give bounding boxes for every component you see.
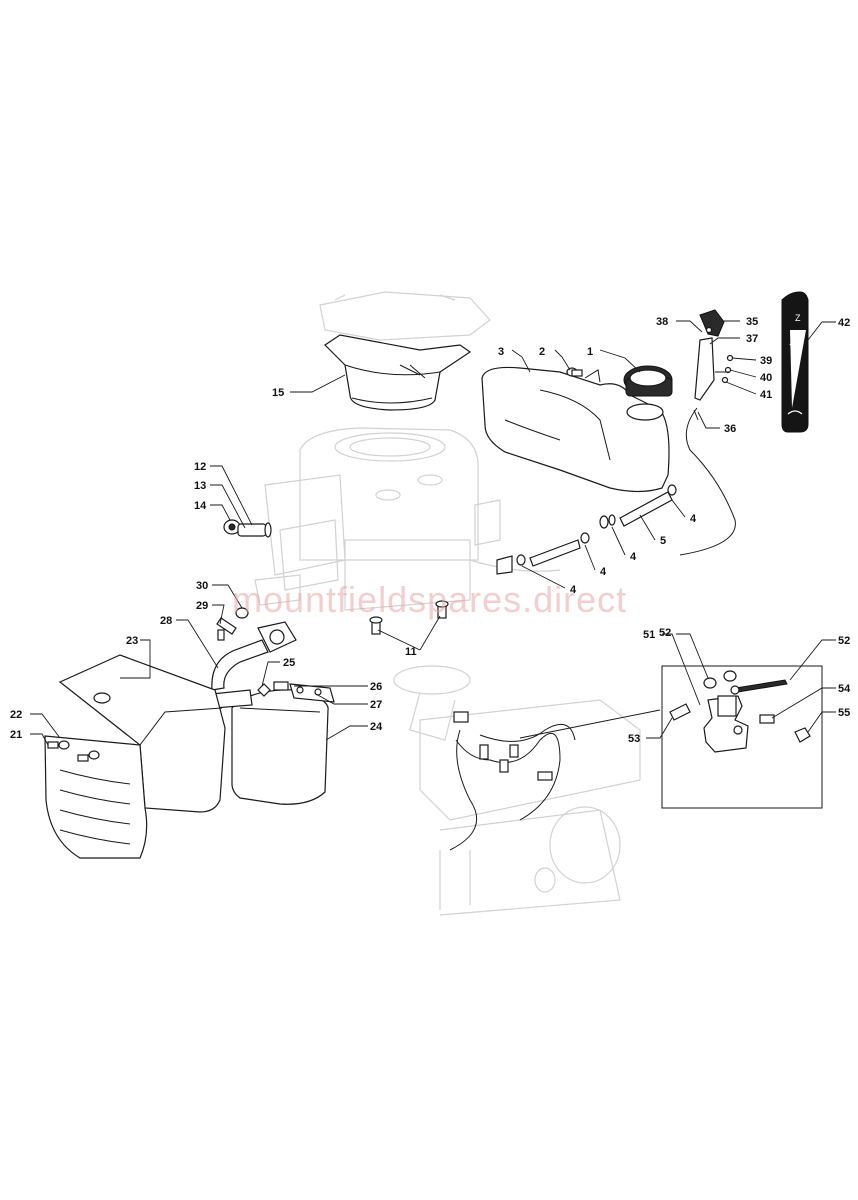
breather-fitting-part: [223, 519, 272, 538]
callout-labels: 1 2 3 4 4 4 4 5 11 12 13 14 15 21 22 23 …: [10, 316, 851, 745]
callout-37: 37: [746, 333, 758, 345]
throttle-decal-icon: Z: [781, 291, 809, 433]
callout-14: 14: [194, 500, 207, 512]
callout-1: 1: [587, 346, 593, 358]
callout-3: 3: [498, 346, 504, 358]
engine-bolt-part: [369, 600, 449, 635]
callout-53: 53: [628, 733, 640, 745]
callout-25: 25: [283, 657, 295, 669]
exhaust-bolt-part: [216, 607, 249, 641]
callout-12: 12: [194, 461, 206, 473]
engine-ghost: [254, 291, 561, 611]
muffler-part: [211, 689, 329, 805]
callout-51: 51: [643, 629, 655, 641]
choke-icon: Z: [795, 313, 801, 323]
callout-42: 42: [838, 317, 850, 329]
callout-52a: 52: [659, 627, 671, 639]
callout-55: 55: [838, 707, 850, 719]
engine-shroud-part: [324, 334, 472, 411]
guard-screw-part: [47, 740, 100, 762]
callout-27: 27: [370, 699, 382, 711]
solenoid-detail-box: [519, 665, 823, 809]
callout-52b: 52: [838, 635, 850, 647]
wiring-harness-part: [449, 711, 576, 851]
fuel-tank-part: [481, 366, 670, 493]
callout-39: 39: [760, 355, 772, 367]
callout-54: 54: [838, 683, 851, 695]
callout-36: 36: [724, 423, 736, 435]
callout-35: 35: [746, 316, 758, 328]
callout-leaders: [30, 320, 836, 746]
callout-40: 40: [760, 372, 772, 384]
throttle-control-part: [679, 309, 736, 556]
callout-38: 38: [656, 316, 668, 328]
callout-28: 28: [160, 615, 172, 627]
callout-5: 5: [660, 535, 666, 547]
watermark-text: mountfieldspares.direct: [232, 579, 627, 620]
callout-22: 22: [10, 709, 22, 721]
callout-4b: 4: [630, 551, 637, 563]
callout-4d: 4: [570, 584, 577, 596]
tractor-ghost: [393, 665, 641, 916]
callout-15: 15: [272, 387, 284, 399]
callout-2: 2: [539, 346, 545, 358]
throttle-lever-icon: [699, 309, 725, 337]
callout-29: 29: [196, 600, 208, 612]
callout-26: 26: [370, 681, 382, 693]
rabbit-icon: [789, 340, 801, 346]
callout-21: 21: [10, 729, 22, 741]
exhaust-pipe-part: [211, 621, 297, 691]
callout-4c: 4: [600, 566, 607, 578]
muffler-guard-part: [44, 654, 226, 859]
callout-23: 23: [126, 635, 138, 647]
callout-24: 24: [370, 721, 383, 733]
callout-30: 30: [196, 580, 208, 592]
tortoise-icon: [787, 410, 803, 415]
callout-4a: 4: [690, 513, 697, 525]
callout-41: 41: [760, 389, 772, 401]
fuel-cap-part: [623, 365, 673, 397]
callout-11: 11: [405, 646, 417, 658]
callout-13: 13: [194, 480, 206, 492]
